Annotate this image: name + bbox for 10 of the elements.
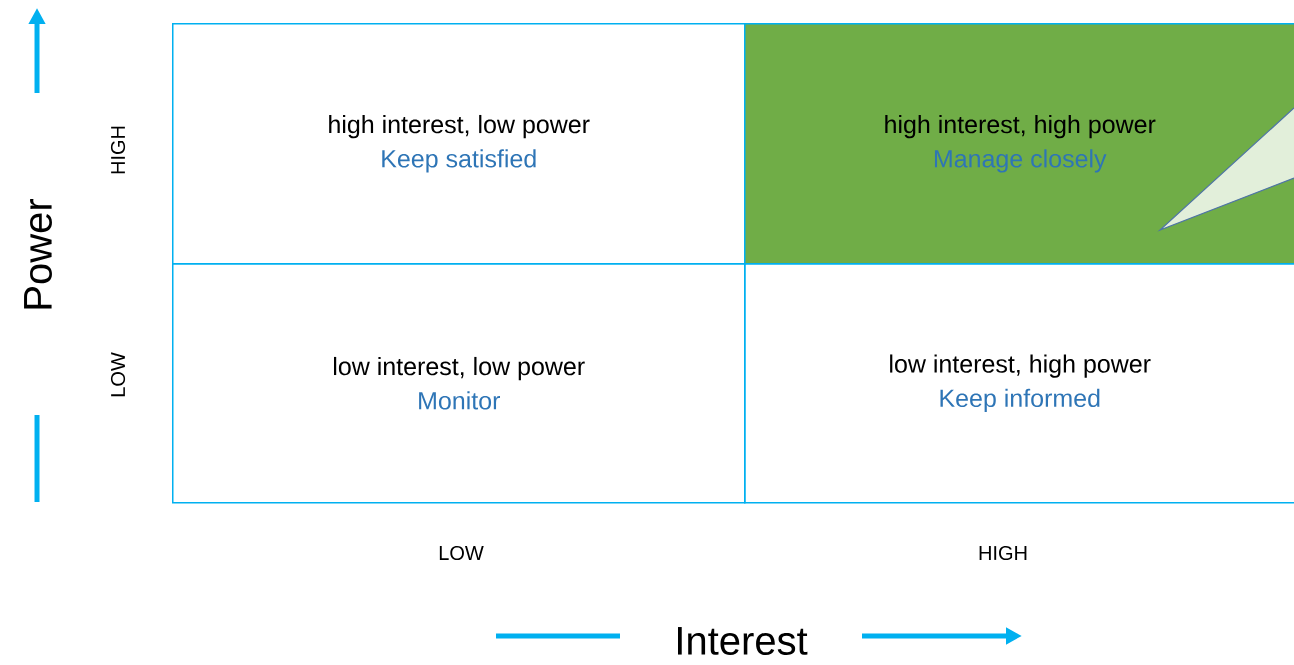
quadrant-box: low interest, low power Monitor <box>172 263 746 504</box>
axis-level-label: HIGH <box>110 126 126 174</box>
axis-level-label: LOW <box>439 545 484 561</box>
axis-level-label: LOW <box>110 352 126 397</box>
quadrant-box: low interest, high power Keep informed <box>744 263 1294 504</box>
quadrant-box: high interest, high power Manage closely <box>744 23 1294 265</box>
axis-title: Interest <box>678 627 808 655</box>
axis-title: Power <box>24 199 52 309</box>
quadrant-box: high interest, low power Keep satisfied <box>172 23 746 265</box>
axis-level-label: HIGH <box>979 545 1027 561</box>
